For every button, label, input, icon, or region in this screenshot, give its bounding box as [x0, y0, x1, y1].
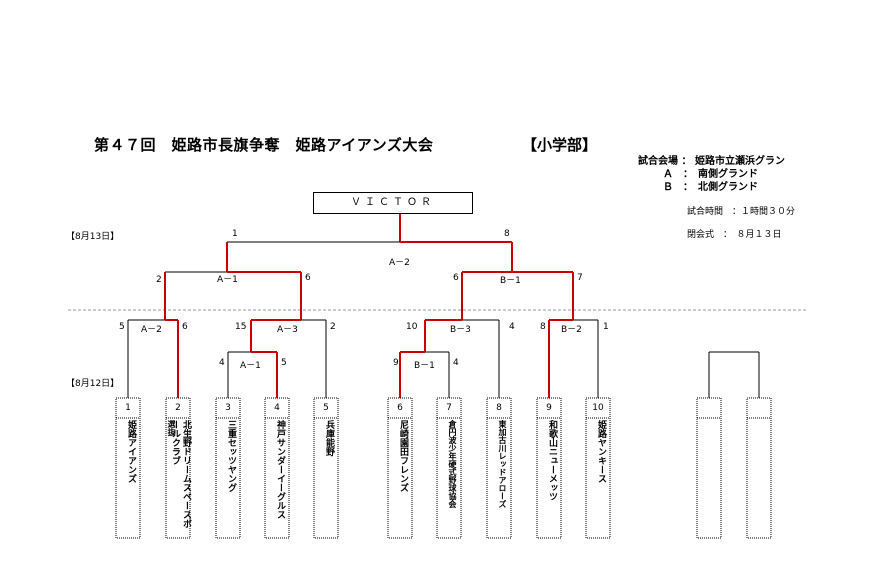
team-name: 三重セッツヤング — [226, 420, 236, 492]
team-number: 3 — [225, 403, 231, 413]
r1b-score-l: 9 — [393, 358, 399, 368]
sf-right-score-r: 7 — [577, 273, 583, 283]
r1b-field: B－1 — [414, 361, 435, 371]
team-name: 北生野ドリームスベースボールクラブ — [170, 420, 191, 528]
q4-score-l: 8 — [540, 322, 546, 332]
game-time: 試合時間 ：１時間３０分 — [687, 207, 796, 217]
team-name: 姫路アイアンズ — [126, 420, 136, 483]
r1a-score-r: 5 — [281, 358, 287, 368]
page-title: 第４７回 姫路市長旗争奪 姫路アイアンズ大会 — [94, 136, 434, 154]
q1-score-r: 6 — [182, 322, 188, 332]
q1-field: A－2 — [141, 325, 162, 335]
team-number: 5 — [323, 403, 329, 413]
team-number: 10 — [592, 403, 604, 413]
team-name: 和歌山ニューメッツ — [547, 420, 557, 501]
team-name-suffix: ベースボールクラブ — [170, 420, 191, 528]
r1b-score-r: 4 — [453, 358, 459, 368]
q2-field: A－3 — [277, 325, 298, 335]
closing-ceremony: 閉会式 ： ８月１３日 — [687, 230, 782, 240]
q3-score-l: 10 — [406, 322, 418, 332]
q3-score-r: 4 — [509, 322, 515, 332]
q1-score-l: 5 — [119, 322, 125, 332]
q4-score-r: 1 — [603, 322, 609, 332]
final-score-left: 1 — [232, 229, 238, 239]
sf-right-field: B－1 — [500, 276, 521, 286]
team-name: 倉円波少年硬式野球協会 — [448, 420, 457, 508]
final-score-right: 8 — [504, 229, 510, 239]
team-number: 8 — [496, 403, 502, 413]
team-number: 2 — [175, 403, 181, 413]
final-field: A－2 — [389, 258, 410, 268]
sf-left-field: A－1 — [217, 275, 238, 285]
venue-label: 試合会場 ： 姫路市立瀬浜グラン — [638, 156, 785, 167]
division-label: 【小学部】 — [522, 136, 598, 154]
team-number: 1 — [125, 403, 131, 413]
venue-a: Ａ ： 南側グランド — [663, 169, 758, 180]
date-aug12: 【8月12日】 — [66, 379, 120, 389]
team-name: 尼崎園田フレンズ — [398, 420, 408, 492]
sf-right-score-l: 6 — [453, 273, 459, 283]
q4-field: B－2 — [561, 325, 582, 335]
team-name: 神戸サンダーイーグルス — [275, 420, 285, 519]
date-aug13: 【8月13日】 — [66, 232, 120, 242]
sf-left-score-l: 2 — [156, 275, 162, 285]
team-name-prefix: 選抜 — [167, 420, 176, 436]
team-name: 姫路ヤンキース — [596, 420, 606, 483]
q3-field: B－3 — [450, 325, 471, 335]
q2-score-r: 2 — [330, 322, 336, 332]
team-number: 9 — [546, 403, 552, 413]
q2-score-l: 15 — [235, 322, 247, 332]
team-number: 6 — [397, 403, 403, 413]
team-name: 兵庫能野 — [324, 420, 334, 456]
team-number: 7 — [446, 403, 452, 413]
sf-left-score-r: 6 — [305, 273, 311, 283]
victor-box: ＶＩＣＴＯＲ — [313, 192, 473, 214]
team-number: 4 — [274, 403, 280, 413]
r1a-field: A－1 — [240, 361, 261, 371]
r1a-score-l: 4 — [219, 358, 225, 368]
venue-b: Ｂ ： 北側グランド — [663, 182, 758, 193]
team-name: 東加古川レッドアローズ — [498, 420, 507, 508]
